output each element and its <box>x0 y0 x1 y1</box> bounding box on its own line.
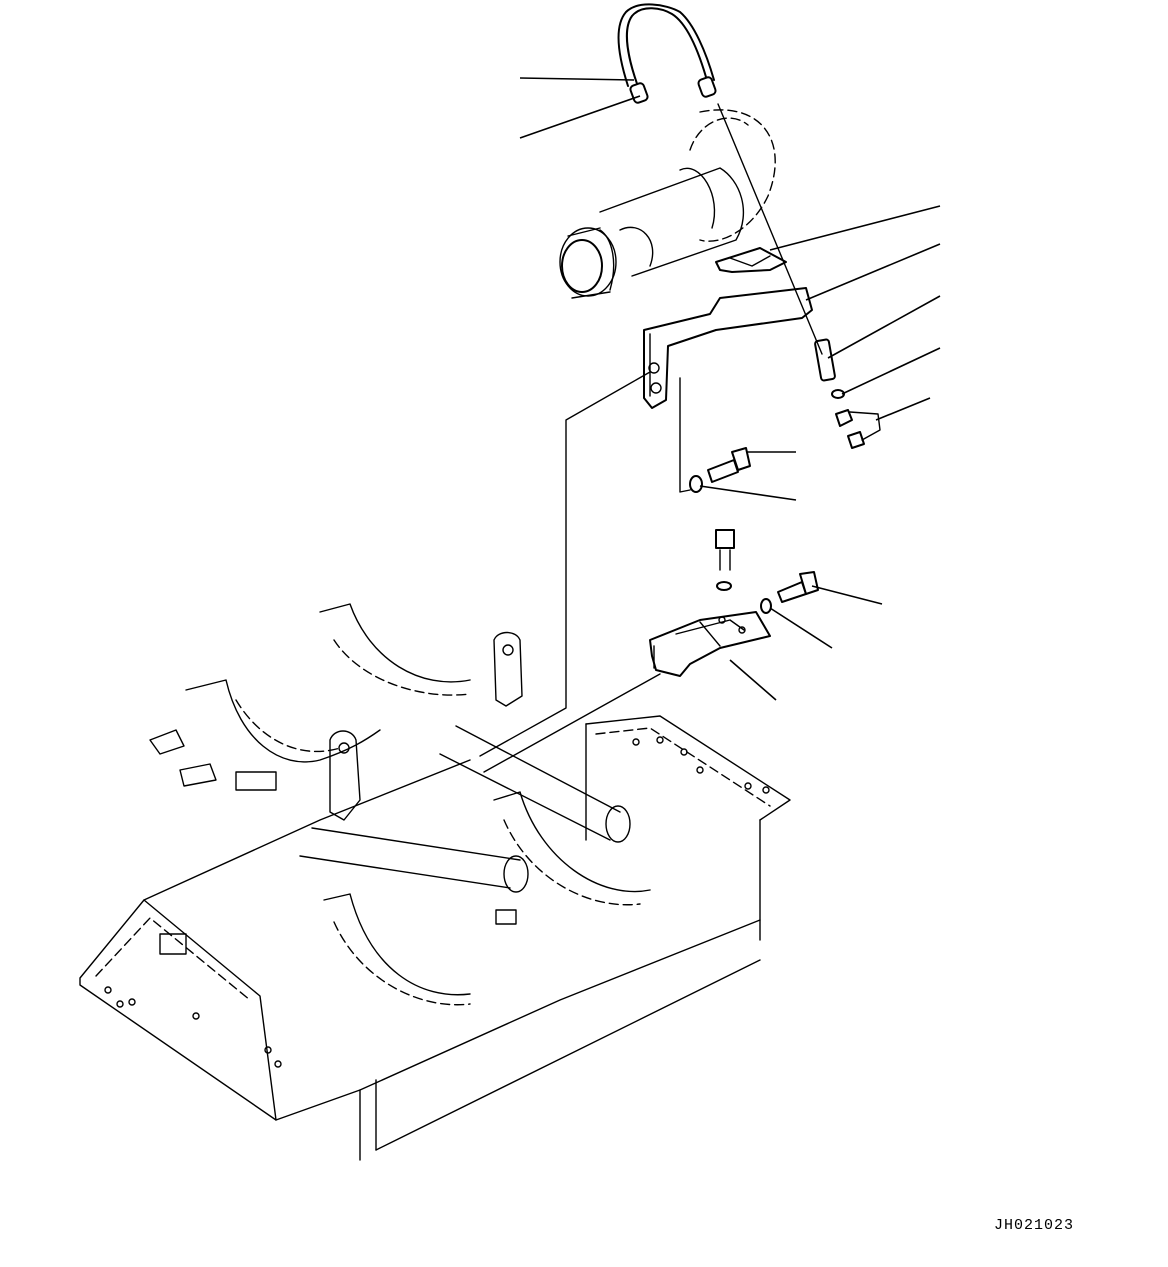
drawing-reference-code: JH021023 <box>994 1217 1075 1234</box>
side-bolt <box>760 571 819 614</box>
bolt-and-washer <box>689 447 751 493</box>
muffler-bracket <box>643 287 813 409</box>
heat-shield <box>715 247 787 273</box>
vertical-bolt <box>715 529 735 591</box>
lower-bracket <box>649 611 771 677</box>
stud-and-nuts <box>814 338 881 449</box>
muffler-u-clamp <box>617 3 717 104</box>
machine-frame <box>79 603 791 1161</box>
callout-leaders <box>479 77 941 773</box>
muffler <box>559 109 776 299</box>
